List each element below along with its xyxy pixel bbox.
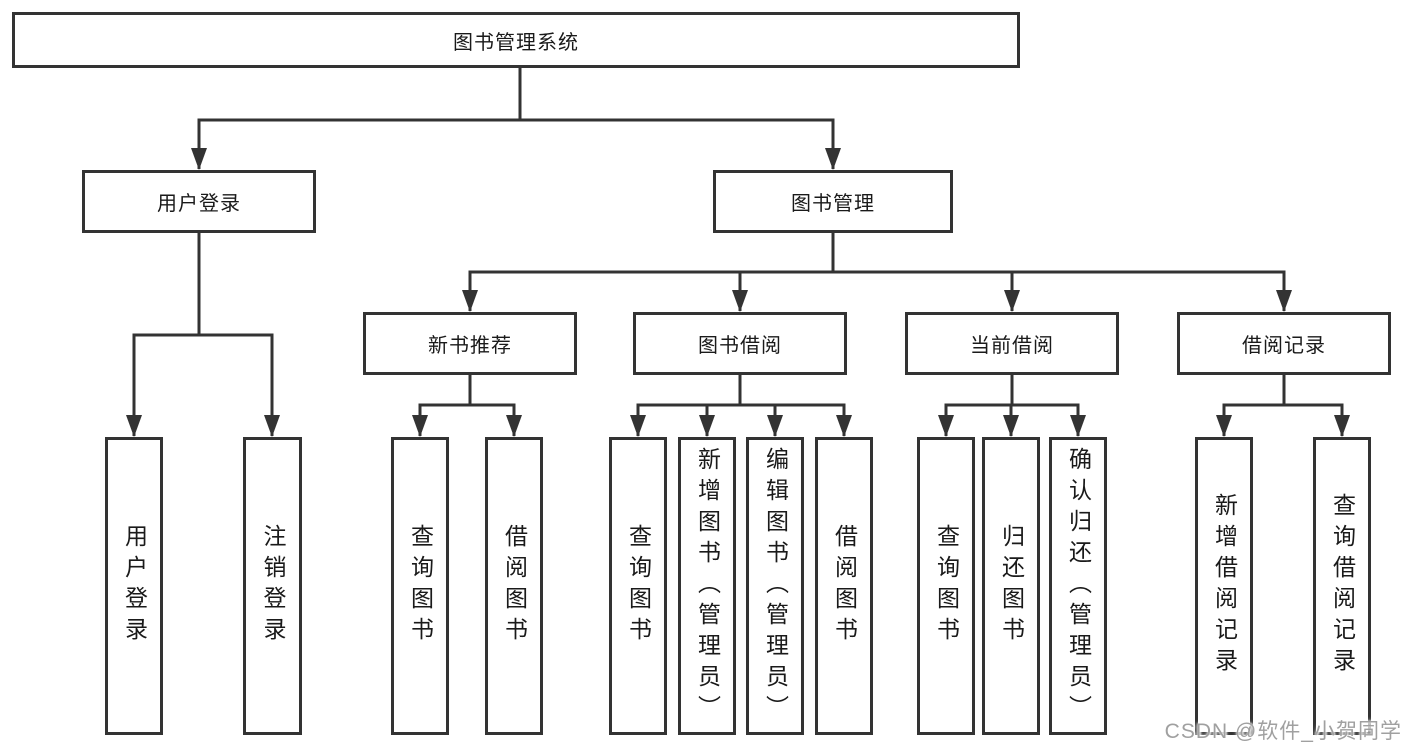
node-book-borrowing: 图书借阅 [633,312,847,375]
connector-borrowing-records-branch [1216,375,1350,437]
leaf-user-login: 用户登录 [105,437,163,735]
node-label: 图书管理 [791,193,875,215]
node-label: 查询图书 [625,524,652,648]
leaf-edit-books-admin: 编辑图书（管理员） [746,437,804,735]
leaf-confirm-return-admin: 确认归还（管理员） [1049,437,1107,735]
node-label: 查询图书 [933,524,960,648]
node-label: 当前借阅 [970,335,1054,357]
node-label: 图书管理系统 [453,31,579,54]
node-label: 归还图书 [998,524,1025,648]
node-label: 新增图书（管理员） [694,446,721,726]
connector-root-to-level1 [191,68,841,170]
connector-user-login-branch [126,233,280,437]
node-label: 用户登录 [157,193,241,215]
leaf-query-borrowing-record: 查询借阅记录 [1313,437,1371,735]
node-label: 借阅图书 [501,524,528,648]
node-label: 注销登录 [260,524,286,648]
leaf-logout: 注销登录 [243,437,302,735]
leaf-borrowing-query-books: 查询图书 [609,437,667,735]
csdn-watermark: CSDN @软件_小贺同学 [1164,720,1402,743]
node-label: 用户登录 [121,524,148,648]
leaf-return-books: 归还图书 [982,437,1040,735]
node-label: 新增借阅记录 [1211,493,1238,679]
leaf-borrowing-borrow-books: 借阅图书 [815,437,873,735]
node-borrowing-records: 借阅记录 [1177,312,1391,375]
connector-book-management-branch [462,233,1292,312]
node-library-management-system: 图书管理系统 [12,12,1020,68]
node-label: 新书推荐 [428,335,512,357]
connector-book-borrowing-branch [630,375,852,437]
node-label: 借阅记录 [1242,335,1326,357]
connector-new-book-branch [412,375,522,437]
node-label: 查询借阅记录 [1329,493,1356,679]
leaf-current-query-books: 查询图书 [917,437,975,735]
node-label: 编辑图书（管理员） [762,446,789,726]
node-label: 图书借阅 [698,335,782,357]
leaf-recommend-borrow-books: 借阅图书 [485,437,543,735]
node-label: 查询图书 [407,524,434,648]
node-label: 确认归还（管理员） [1065,446,1092,726]
leaf-recommend-query-books: 查询图书 [391,437,449,735]
node-current-borrowing: 当前借阅 [905,312,1119,375]
node-new-book-recommendation: 新书推荐 [363,312,577,375]
connector-current-borrowing-branch [938,375,1086,437]
node-user-login: 用户登录 [82,170,316,233]
leaf-add-books-admin: 新增图书（管理员） [678,437,736,735]
node-label: 借阅图书 [831,524,858,648]
node-book-management: 图书管理 [713,170,953,233]
leaf-add-borrowing-record: 新增借阅记录 [1195,437,1253,735]
